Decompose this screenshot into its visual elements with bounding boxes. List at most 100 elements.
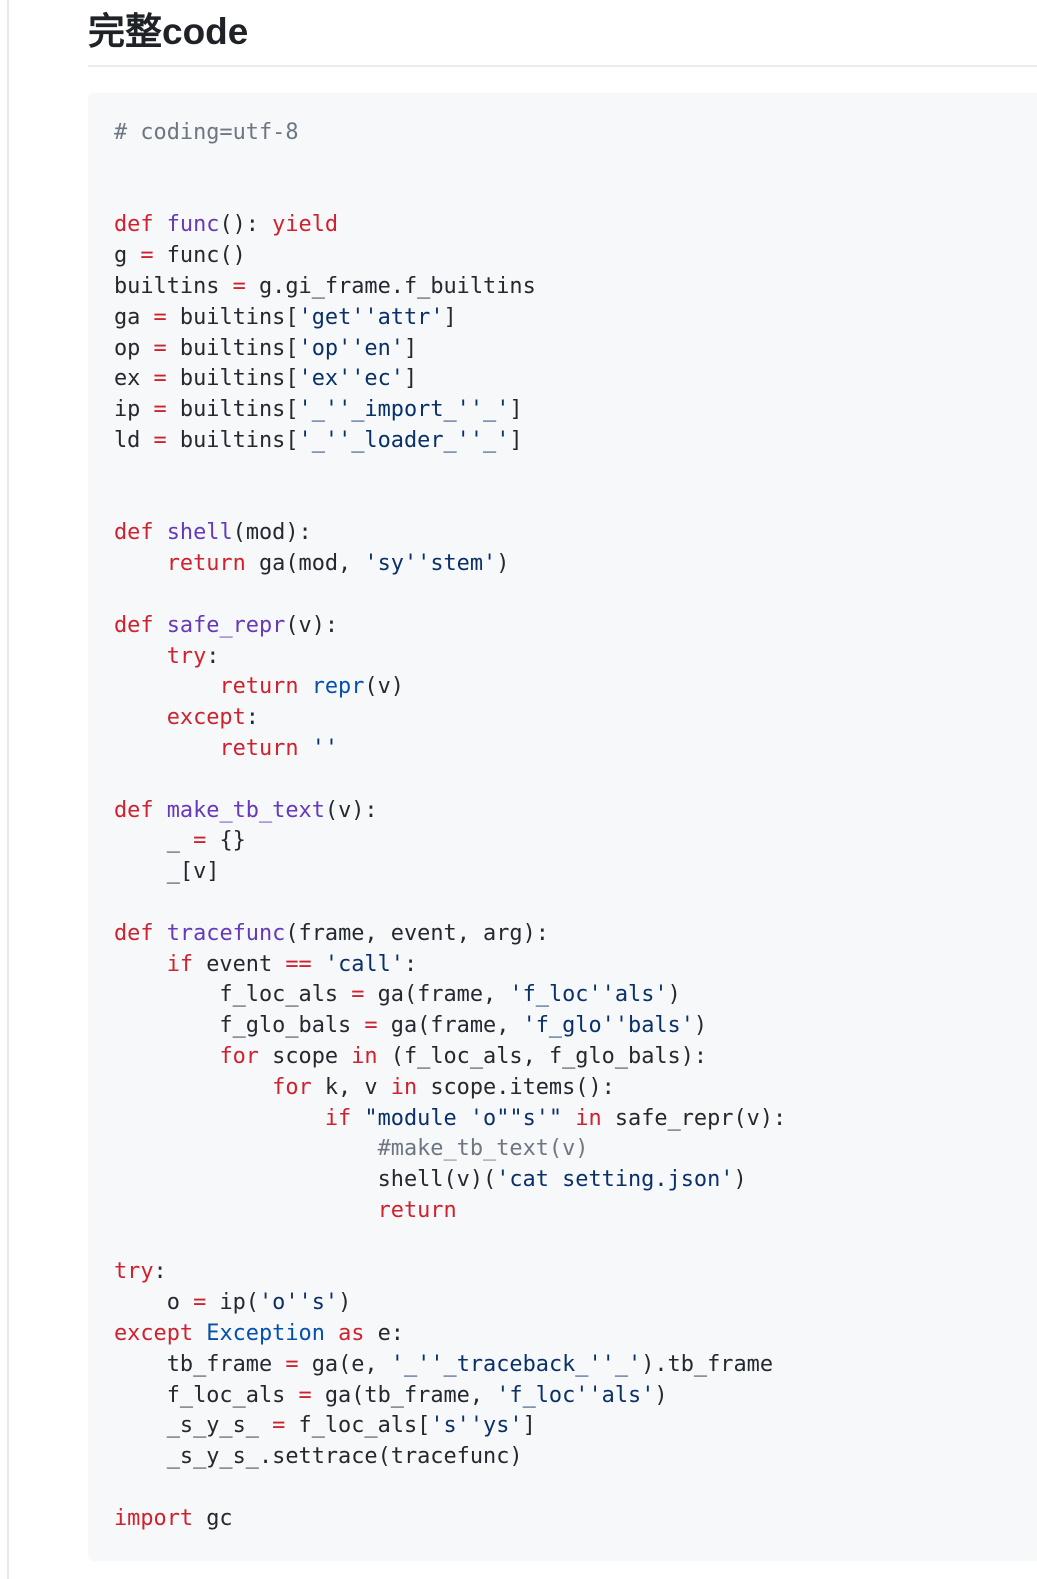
code-text: gc xyxy=(193,1505,233,1531)
code-keyword: def xyxy=(114,920,154,946)
code-text: {} xyxy=(206,828,246,854)
code-text: : xyxy=(153,1259,167,1285)
code-text: builtins[ xyxy=(166,427,299,453)
code-text: ) xyxy=(338,1290,352,1316)
code-line: # coding=utf-8 xyxy=(114,118,786,149)
code-operator: = xyxy=(153,335,167,361)
code-text: op xyxy=(114,335,154,361)
code-line xyxy=(114,149,786,180)
code-line: ld = builtins['_''_loader_''_'] xyxy=(114,426,786,457)
code-keyword: return xyxy=(219,735,299,761)
code-line: except Exception as e: xyxy=(114,1319,786,1350)
code-text: : xyxy=(245,705,259,731)
code-string: 'f_loc''als' xyxy=(496,1382,655,1408)
code-text xyxy=(114,1136,378,1161)
code-text xyxy=(114,1198,378,1223)
code-text: k, v xyxy=(311,1074,391,1100)
code-operator: = xyxy=(298,1382,312,1408)
code-text: ] xyxy=(443,304,457,330)
code-operator: = xyxy=(153,427,167,453)
code-text xyxy=(154,613,167,638)
code-operator: = xyxy=(364,1013,378,1039)
code-function-name: make_tb_text xyxy=(166,797,325,823)
code-text: (f_loc_als, f_glo_bals): xyxy=(377,1043,708,1069)
code-keyword: in xyxy=(351,1043,378,1069)
code-keyword: as xyxy=(338,1321,365,1347)
section-heading: 完整code xyxy=(88,11,249,52)
code-keyword: for xyxy=(272,1074,312,1100)
code-text: builtins[ xyxy=(166,304,299,330)
code-builtin: Exception xyxy=(206,1321,325,1347)
code-text xyxy=(154,212,167,237)
left-border-rule xyxy=(7,0,9,1579)
code-line: def func(): yield xyxy=(114,210,786,241)
code-text: builtins[ xyxy=(166,335,299,361)
code-line xyxy=(114,180,786,211)
code-keyword: except xyxy=(166,705,246,731)
code-text: builtins[ xyxy=(166,366,299,392)
code-keyword: in xyxy=(575,1105,602,1131)
code-line: return xyxy=(114,1196,786,1227)
code-line: def safe_repr(v): xyxy=(114,611,786,642)
code-operator: = xyxy=(140,243,154,269)
code-operator: = xyxy=(153,366,167,392)
code-line: for scope in (f_loc_als, f_glo_bals): xyxy=(114,1042,786,1073)
code-operator: = xyxy=(272,1413,286,1439)
code-line xyxy=(114,457,786,488)
code-string: 'get''attr' xyxy=(298,304,444,330)
code-text: o xyxy=(114,1290,194,1316)
code-operator: = xyxy=(153,397,167,423)
code-text: f_loc_als xyxy=(114,982,352,1008)
code-line: _ = {} xyxy=(114,826,786,857)
code-operator: = xyxy=(232,273,246,299)
code-string: 's''ys' xyxy=(430,1413,523,1439)
code-text: shell(v)( xyxy=(114,1167,497,1193)
code-text: _s_y_s_.settrace(tracefunc) xyxy=(114,1444,523,1470)
code-text: event xyxy=(193,951,286,977)
code-text xyxy=(114,674,219,699)
code-text xyxy=(562,1106,575,1131)
code-text: (v) xyxy=(364,674,404,700)
code-string: "module 'o""s'" xyxy=(364,1105,563,1131)
code-keyword: return xyxy=(166,551,246,577)
code-keyword: try xyxy=(114,1259,154,1285)
code-text: scope xyxy=(258,1043,352,1069)
code-text: scope.items(): xyxy=(417,1074,615,1100)
code-text xyxy=(154,798,167,823)
code-text xyxy=(154,921,167,946)
code-text: ] xyxy=(509,427,523,453)
code-line: f_loc_als = ga(tb_frame, 'f_loc''als') xyxy=(114,1381,786,1412)
code-line: ga = builtins['get''attr'] xyxy=(114,303,786,334)
code-text xyxy=(351,1106,364,1131)
code-operator: = xyxy=(153,304,167,330)
code-line: def shell(mod): xyxy=(114,518,786,549)
code-text xyxy=(114,705,167,730)
code-text: ga xyxy=(114,304,154,330)
code-text: builtins[ xyxy=(166,397,299,423)
code-keyword: except xyxy=(114,1321,194,1347)
code-text: tb_frame xyxy=(114,1351,286,1377)
code-line: import gc xyxy=(114,1504,786,1535)
code-text: ) xyxy=(733,1167,747,1193)
code-comment: # coding=utf-8 xyxy=(114,120,299,145)
code-text: (mod): xyxy=(232,520,312,546)
code-text: safe_repr(v): xyxy=(601,1105,787,1131)
code-string: 'call' xyxy=(324,951,404,977)
code-text: ex xyxy=(114,366,154,392)
code-line xyxy=(114,488,786,519)
code-keyword: def xyxy=(114,212,154,238)
code-line xyxy=(114,765,786,796)
code-operator: = xyxy=(193,828,207,854)
code-text: _ xyxy=(114,828,194,854)
code-text: g xyxy=(114,243,141,269)
code-line: def make_tb_text(v): xyxy=(114,796,786,827)
code-text: (v): xyxy=(324,797,378,823)
code-text: (frame, event, arg): xyxy=(285,920,549,946)
code-line xyxy=(114,888,786,919)
code-string: '_''_import_''_' xyxy=(298,397,510,423)
code-line: tb_frame = ga(e, '_''_traceback_''_').tb… xyxy=(114,1350,786,1381)
code-line: builtins = g.gi_frame.f_builtins xyxy=(114,272,786,303)
code-string: '_''_loader_''_' xyxy=(298,427,510,453)
code-text: ] xyxy=(403,366,418,392)
